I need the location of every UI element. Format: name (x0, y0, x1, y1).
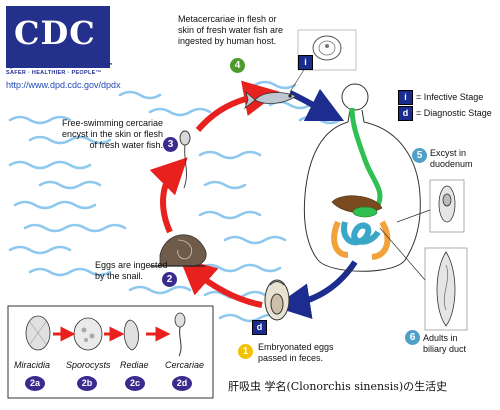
arrow-egg-to-snail (179, 258, 263, 308)
stage-label-miracidia: Miracidia (14, 360, 51, 370)
cdc-logo-text: CDC (14, 14, 96, 52)
step-6-badge: 6 (405, 330, 420, 345)
legend-infective-icon: i (398, 90, 413, 105)
cdc-url-link[interactable]: http://www.dpd.cdc.gov/dpdx (6, 80, 121, 90)
diagnostic-marker-egg: d (252, 320, 267, 335)
step-3-badge: 3 (163, 137, 178, 152)
stage-badge-2b: 2b (77, 376, 97, 391)
excysting-larva (429, 179, 465, 233)
legend-infective-label: = Infective Stage (416, 92, 484, 102)
infective-marker-fish: i (298, 55, 313, 70)
caption: 肝吸虫 学名(Clonorchis sinensis)の生活史 (228, 380, 448, 393)
arrow-cercariae-to-fish (195, 80, 280, 132)
large-intestine (331, 220, 391, 260)
step-1-badge: 1 (238, 344, 253, 359)
adult-fluke (424, 247, 468, 331)
cdc-logo: CDC (6, 6, 110, 68)
step-5-badge: 5 (412, 148, 427, 163)
stage-badge-2d: 2d (172, 376, 192, 391)
legend-diagnostic-label: = Diagnostic Stage (416, 108, 492, 118)
stage-label-sporocysts: Sporocysts (66, 360, 111, 370)
stage-label-rediae: Rediae (120, 360, 149, 370)
cdc-tagline: SAFER · HEALTHIER · PEOPLE™ (6, 70, 102, 76)
embryonated-egg (264, 279, 290, 321)
gallbladder (352, 206, 378, 218)
fish (244, 90, 297, 110)
stage-badge-2c: 2c (125, 376, 145, 391)
snail (150, 234, 207, 267)
step-2-badge: 2 (162, 272, 177, 287)
small-intestine (341, 221, 381, 246)
stage-badge-2a: 2a (25, 376, 45, 391)
legend-diagnostic-icon: d (398, 106, 413, 121)
cercaria-swimming (179, 130, 191, 189)
arrow-human-to-egg (274, 260, 358, 320)
step-4-badge: 4 (230, 58, 245, 73)
arrow-snail-to-cercariae (149, 157, 188, 234)
stage-label-cercariae: Cercariae (165, 360, 205, 370)
